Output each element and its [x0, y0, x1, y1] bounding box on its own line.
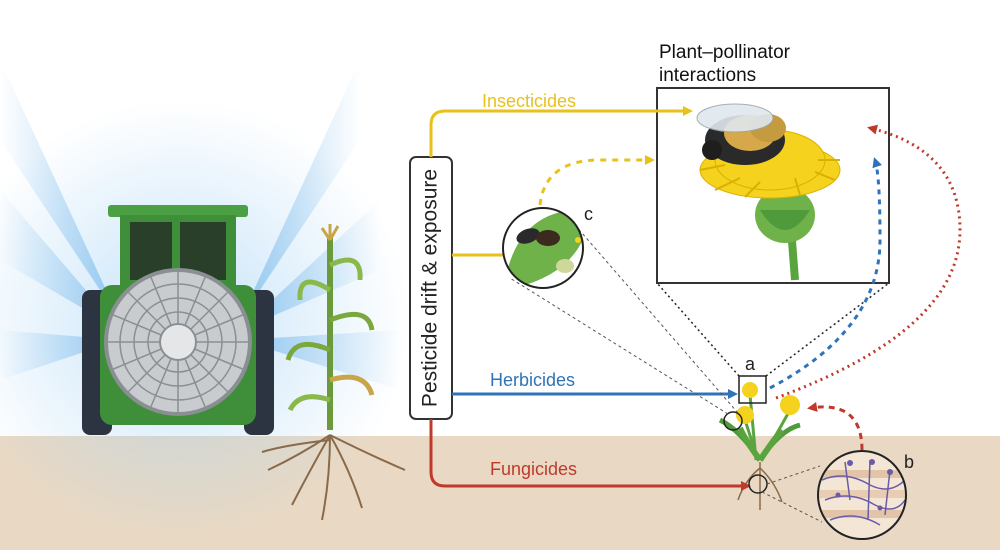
- zoom-line-a-left: [656, 282, 740, 377]
- plant-pollinator-title-line1: Plant–pollinator: [659, 42, 791, 63]
- panel-c-insects-inset: [502, 207, 584, 289]
- herbicide-to-pollinator-arrow: [769, 157, 882, 390]
- insecticides-label: Insecticides: [482, 91, 576, 111]
- bee-on-flower-illustration: [696, 103, 841, 281]
- fungicides-label: Fungicides: [490, 459, 577, 479]
- fungi-to-plant-arrow: [807, 401, 864, 451]
- plant-pollinator-title-line2: interactions: [659, 65, 756, 86]
- panel-b-label: b: [904, 452, 914, 472]
- panel-a-box: [738, 375, 767, 404]
- zoom-line-a-right: [765, 282, 890, 377]
- insecticides-arrow: [429, 106, 693, 157]
- panel-c-label: c: [584, 204, 593, 224]
- insect-to-pollinator-arrow: [538, 155, 655, 206]
- panel-b-soil-fungi-inset: [817, 450, 907, 540]
- pesticide-drift-label: Pesticide drift & exposure: [419, 169, 442, 407]
- zoom-line-c-lower: [509, 277, 729, 415]
- tractor-sprayer: [82, 205, 274, 435]
- zoom-line-b-lower: [761, 491, 823, 523]
- fungicides-arrow: [429, 419, 751, 491]
- corn-plant: [261, 224, 406, 521]
- fungicide-to-pollinator-arrow: [775, 124, 962, 400]
- herbicides-label: Herbicides: [490, 370, 575, 390]
- panel-a-label: a: [745, 354, 756, 374]
- insect-zoom-marker: [723, 411, 743, 431]
